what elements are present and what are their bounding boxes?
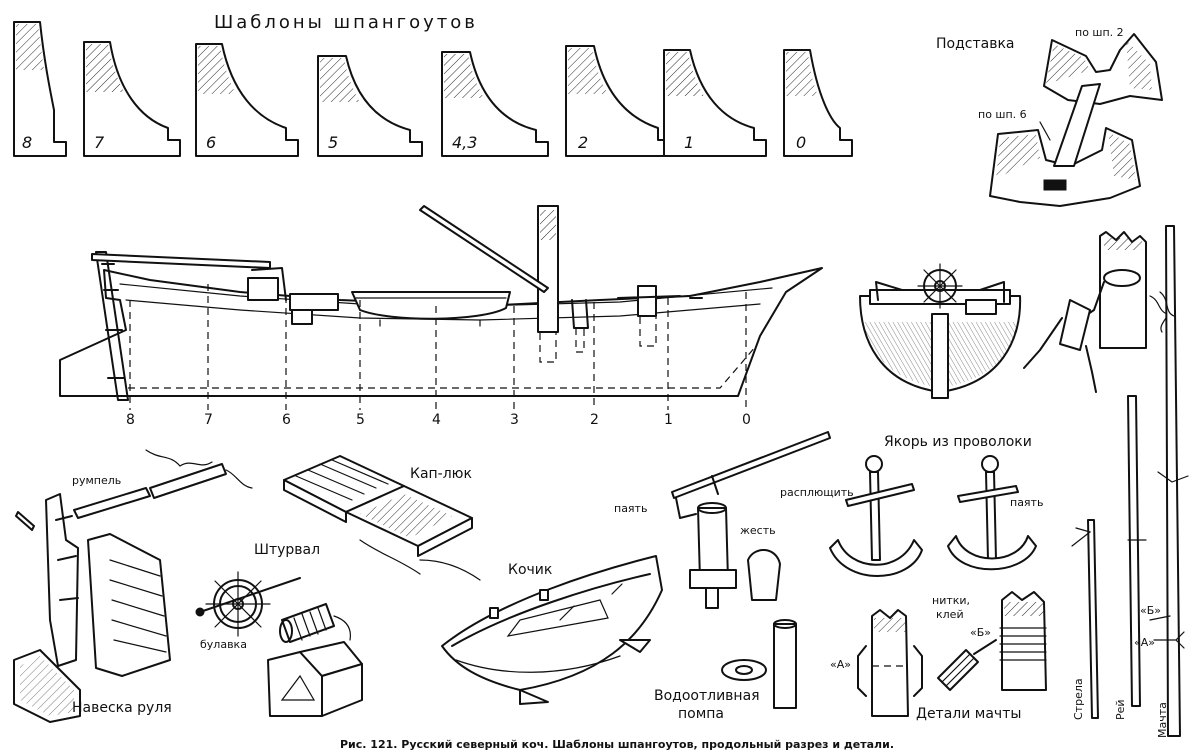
steering-wheel-detail: Штурвал булавка (195, 542, 363, 717)
station-label-3: 3 (510, 412, 519, 428)
pump-title-line1: Водоотливная (654, 688, 760, 704)
frame-template-7: 7 (83, 41, 181, 157)
pump-solder-label: паять (614, 502, 647, 515)
station-label-0: 0 (742, 412, 751, 428)
spar-mark-a: «А» (1134, 636, 1155, 649)
anchors-detail: Якорь из проволоки расплющить паять (780, 434, 1043, 577)
hatch-title: Кап-люк (410, 466, 472, 482)
mast-mark-a: «А» (830, 658, 851, 671)
rudder-hinge-detail: румпель Навеска руля (13, 449, 253, 723)
anchors-title: Якорь из проволоки (884, 434, 1032, 450)
mast-details-detail: «А» «Б» нитки, клей Детали мачты (830, 591, 1047, 722)
spar-mark-b: «Б» (1140, 604, 1161, 617)
frame-template-4-3: 4,3 (441, 51, 549, 157)
spar-label-boom: Стрела (1072, 678, 1085, 720)
station-label-4: 4 (432, 412, 441, 428)
tiller-label: румпель (72, 474, 121, 487)
frame-template-label-4-3: 4,3 (452, 133, 477, 152)
frame-template-label-5: 5 (328, 133, 338, 152)
frame-template-1: 1 (663, 49, 767, 157)
templates-title: Шаблоны шпангоутов (214, 12, 478, 33)
stand-label-frame2: по шп. 2 (1075, 26, 1124, 39)
spar-label-yard: Рей (1114, 699, 1127, 720)
frame-template-8: 8 (13, 21, 67, 157)
frame-templates: 8 7 6 5 4,3 2 1 (13, 21, 853, 157)
mast-thread-glue-2: клей (936, 608, 964, 621)
rudder-hinge-title: Навеска руля (72, 700, 172, 716)
mast-details-title: Детали мачты (916, 706, 1021, 722)
mast-top-rigging (1023, 231, 1169, 393)
pump-detail: паять жесть Водоотливная помпа (614, 431, 831, 722)
frame-template-label-8: 8 (22, 133, 32, 152)
frame-template-0: 0 (783, 49, 853, 157)
anchor-flatten-label: расплющить (780, 486, 854, 499)
station-label-2: 2 (590, 412, 599, 428)
figure-caption: Рис. 121. Русский северный коч. Шаблоны … (340, 738, 894, 751)
station-label-6: 6 (282, 412, 291, 428)
wheel-title: Штурвал (254, 542, 320, 558)
frame-template-label-6: 6 (206, 133, 216, 152)
station-label-7: 7 (204, 412, 213, 428)
spars: Стрела Рей Мачта «Б» «А» (1071, 225, 1189, 738)
frame-template-6: 6 (195, 43, 299, 157)
mast-mark-b: «Б» (970, 626, 991, 639)
anchor-solder-label: паять (1010, 496, 1043, 509)
frame-template-label-0: 0 (796, 133, 806, 152)
mast-thread-glue-1: нитки, (932, 594, 970, 607)
hatch-detail: Кап-люк (283, 455, 481, 581)
wheel-pin-label: булавка (200, 638, 247, 651)
frame-template-5: 5 (317, 55, 423, 157)
frame-template-2: 2 (565, 45, 671, 157)
frame-template-label-1: 1 (684, 133, 694, 152)
station-label-1: 1 (664, 412, 673, 428)
frame-template-label-2: 2 (578, 133, 588, 152)
frame-template-label-7: 7 (94, 133, 105, 152)
pump-tin-label: жесть (740, 524, 776, 537)
station-label-5: 5 (356, 412, 365, 428)
boat-detail: Кочик (441, 555, 663, 705)
boat-title: Кочик (508, 562, 552, 578)
longitudinal-section: 8 7 6 5 4 3 2 1 0 (59, 205, 823, 428)
stand-title: Подставка (936, 36, 1015, 52)
station-label-8: 8 (126, 412, 135, 428)
stern-view (859, 263, 1022, 399)
spar-label-mast: Мачта (1156, 702, 1169, 738)
stand-drawing: Подставка по шп. 2 по шп. 6 (936, 26, 1163, 207)
pump-title-line2: помпа (678, 706, 724, 722)
stand-label-frame6: по шп. 6 (978, 108, 1027, 121)
